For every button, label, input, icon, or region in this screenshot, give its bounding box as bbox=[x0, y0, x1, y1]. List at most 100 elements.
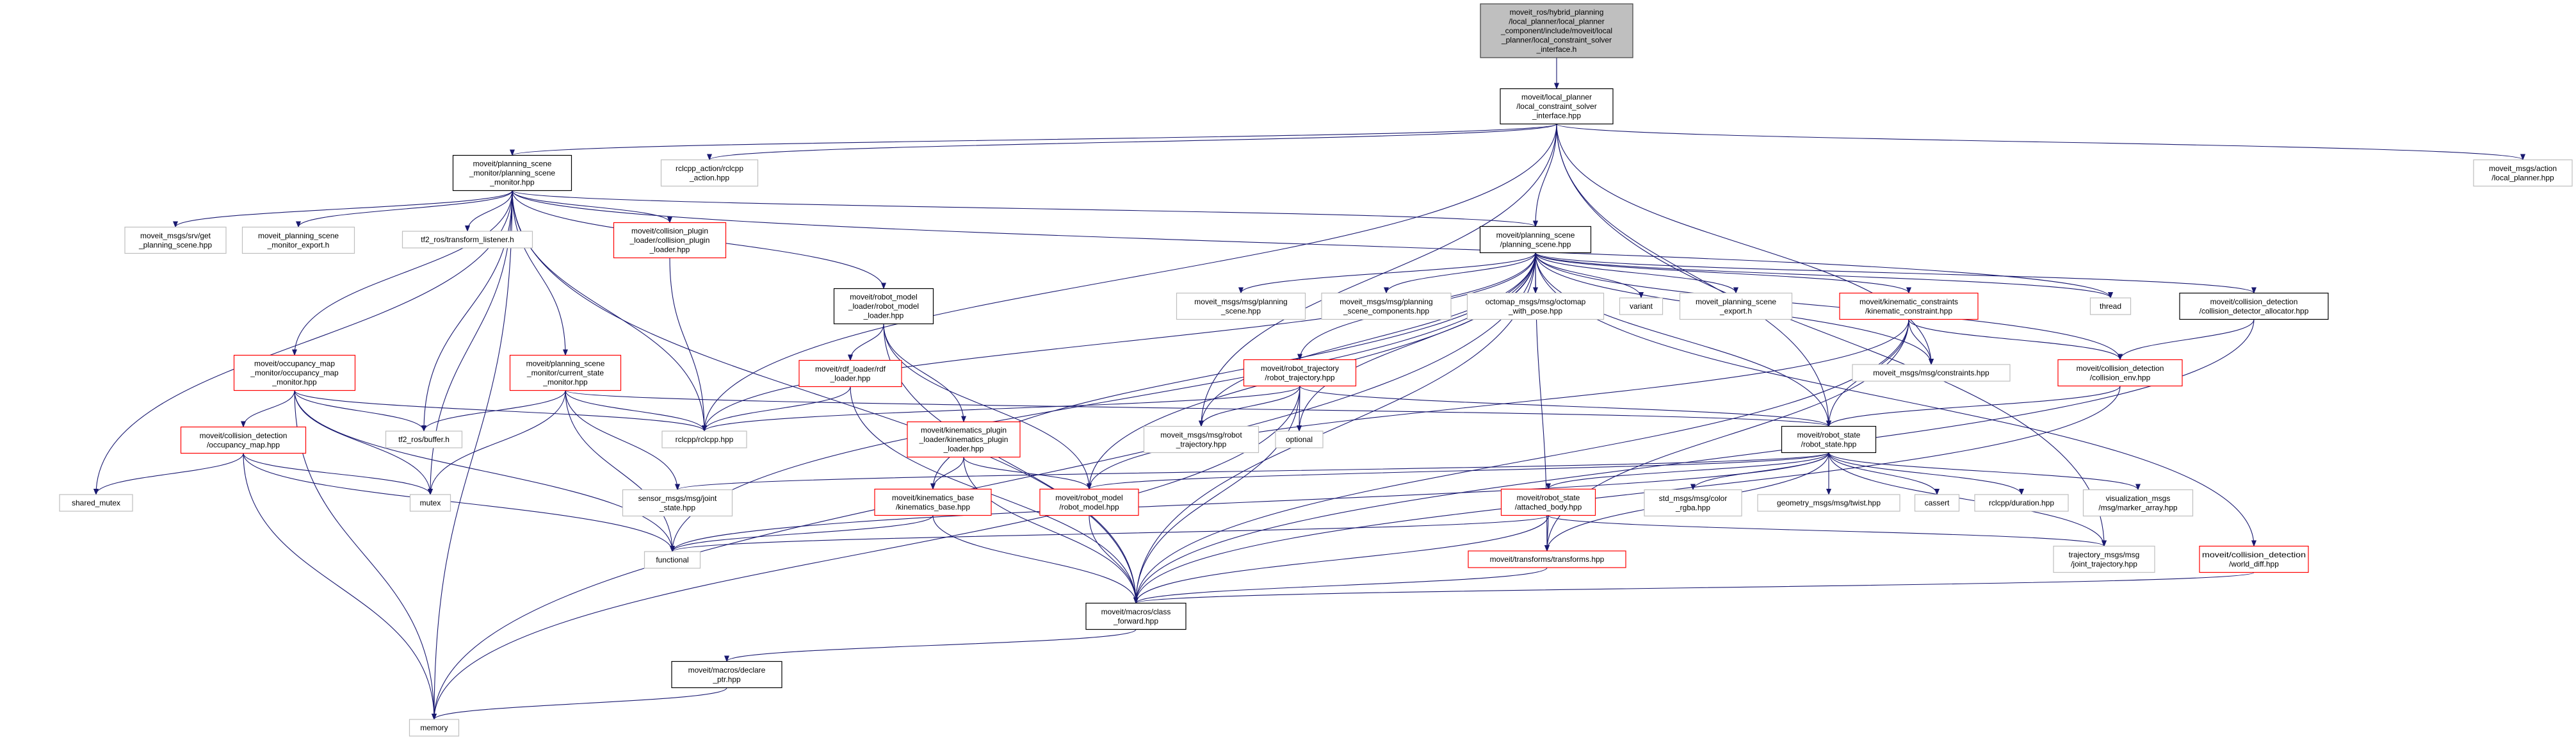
node-label-sensor: _state.hpp bbox=[659, 503, 695, 512]
edge-psm-to-shared_mutex bbox=[93, 190, 513, 495]
node-label-ps_comp: _scene_components.hpp bbox=[1343, 306, 1429, 315]
node-label-twist: geometry_msgs/msg/twist.hpp bbox=[1777, 498, 1881, 507]
node-transforms[interactable]: moveit/transforms/transforms.hpp bbox=[1468, 550, 1626, 568]
node-rdf[interactable]: moveit/rdf_loader/rdf_loader.hpp bbox=[798, 359, 902, 388]
node-label-rdf: _loader.hpp bbox=[830, 373, 871, 382]
node-lcsi[interactable]: moveit/local_planner/local_constraint_so… bbox=[1500, 88, 1614, 125]
node-box-transforms bbox=[1468, 550, 1626, 568]
node-box-rml bbox=[833, 288, 934, 325]
node-label-csm: _monitor/current_state bbox=[526, 368, 604, 377]
node-box-action_lp bbox=[2473, 159, 2573, 187]
node-kc[interactable]: moveit/kinematic_constraints/kinematic_c… bbox=[1839, 292, 1979, 320]
node-label-transforms: moveit/transforms/transforms.hpp bbox=[1490, 555, 1605, 564]
node-robot_state[interactable]: moveit/robot_state/robot_state.hpp bbox=[1781, 425, 1877, 454]
edge-psm-to-get_ps bbox=[173, 190, 513, 228]
edge-planning_scene-to-ps_export bbox=[1535, 252, 1738, 294]
node-occ_mon[interactable]: moveit/occupancy_map_monitor/occupancy_m… bbox=[233, 354, 356, 391]
node-box-coll_env bbox=[2057, 359, 2183, 387]
node-box-functional bbox=[644, 551, 701, 569]
node-ps_export: moveit_planning_scene_export.h bbox=[1679, 292, 1793, 320]
edge-planning_scene-to-ps_comp bbox=[1384, 252, 1536, 294]
node-label-coll_env: moveit/collision_detection bbox=[2077, 364, 2164, 373]
node-label-msg_ps: moveit_msgs/msg/planning bbox=[1194, 297, 1287, 306]
node-world_diff[interactable]: moveit/collision_detection/world_diff.hp… bbox=[2199, 545, 2309, 573]
edge-psm-to-occ_mon bbox=[292, 190, 513, 356]
node-planning_scene[interactable]: moveit/planning_scene/planning_scene.hpp bbox=[1479, 226, 1592, 254]
node-box-rgba bbox=[1644, 489, 1742, 517]
node-label-planning_scene: moveit/planning_scene bbox=[1496, 231, 1575, 240]
edge-planning_scene-to-rclcpp bbox=[702, 252, 1536, 432]
node-cpl[interactable]: moveit/collision_plugin_loader/collision… bbox=[613, 222, 727, 259]
edge-declare_ptr-to-memory bbox=[432, 687, 727, 720]
node-label-rml: _loader/robot_model bbox=[848, 302, 919, 311]
node-label-tf2_buffer: tf2_ros/buffer.h bbox=[398, 435, 450, 444]
edge-robot_state-to-attached bbox=[1546, 452, 1829, 490]
edge-attached-to-transforms bbox=[1544, 515, 1550, 552]
node-label-coll_occ: moveit/collision_detection bbox=[200, 431, 288, 440]
node-kpl[interactable]: moveit/kinematics_plugin_loader/kinemati… bbox=[907, 421, 1021, 458]
node-twist: geometry_msgs/msg/twist.hpp bbox=[1757, 494, 1900, 512]
edge-cpl-to-rclcpp bbox=[669, 258, 707, 432]
nodes-layer: moveit_ros/hybrid_planning/local_planner… bbox=[59, 3, 2573, 737]
node-label-class_fwd: _forward.hpp bbox=[1113, 616, 1158, 625]
node-label-lcsi: /local_constraint_solver bbox=[1516, 102, 1596, 111]
node-box-rclcpp_action bbox=[660, 159, 759, 187]
edge-robot_state-to-robot_model bbox=[1087, 452, 1829, 490]
node-csm[interactable]: moveit/planning_scene_monitor/current_st… bbox=[509, 354, 622, 391]
node-box-cpl bbox=[613, 222, 727, 259]
node-tf2_buffer: tf2_ros/buffer.h bbox=[385, 430, 463, 448]
node-label-optional: optional bbox=[1286, 435, 1313, 444]
node-msg_ps: moveit_msgs/msg/planning_scene.hpp bbox=[1176, 292, 1306, 320]
node-declare_ptr[interactable]: moveit/macros/declare_ptr.hpp bbox=[671, 660, 782, 689]
node-label-functional: functional bbox=[656, 555, 688, 564]
node-root[interactable]: moveit_ros/hybrid_planning/local_planner… bbox=[1480, 3, 1633, 58]
edge-world_diff-to-class_fwd bbox=[1133, 572, 2255, 604]
node-mutex: mutex bbox=[409, 494, 451, 512]
edge-robot_state-to-marker bbox=[1828, 452, 2141, 491]
node-label-declare_ptr: moveit/macros/declare bbox=[688, 666, 766, 675]
node-coll_env[interactable]: moveit/collision_detection/collision_env… bbox=[2057, 359, 2183, 387]
node-label-root: moveit_ros/hybrid_planning bbox=[1510, 8, 1604, 17]
edge-lcsi-to-joint_traj bbox=[1556, 124, 2107, 547]
node-label-robot_traj: moveit/robot_trajectory bbox=[1261, 364, 1339, 373]
node-box-tf2_buffer bbox=[385, 430, 463, 448]
edge-robot_traj-to-class_fwd bbox=[1133, 386, 1300, 604]
node-box-ps_comp bbox=[1321, 292, 1452, 320]
node-box-declare_ptr bbox=[671, 660, 782, 689]
node-cda[interactable]: moveit/collision_detection/collision_det… bbox=[2179, 292, 2329, 320]
node-robot_model[interactable]: moveit/robot_model/robot_model.hpp bbox=[1039, 488, 1139, 516]
node-label-duration: rclcpp/duration.hpp bbox=[1989, 498, 2054, 507]
node-coll_occ[interactable]: moveit/collision_detection/occupancy_map… bbox=[180, 426, 307, 454]
edge-cda-to-class_fwd bbox=[1133, 319, 2255, 604]
node-class_fwd[interactable]: moveit/macros/class_forward.hpp bbox=[1085, 602, 1187, 630]
edge-psm-to-psm_export bbox=[296, 190, 513, 228]
node-rml[interactable]: moveit/robot_model_loader/robot_model_lo… bbox=[833, 288, 934, 325]
node-psm[interactable]: moveit/planning_scene_monitor/planning_s… bbox=[452, 154, 572, 192]
node-box-rclcpp bbox=[661, 430, 747, 448]
node-box-memory bbox=[409, 719, 460, 737]
node-label-psm: _monitor/planning_scene bbox=[469, 168, 555, 177]
node-kin_base[interactable]: moveit/kinematics_base/kinematics_base.h… bbox=[874, 488, 992, 516]
edge-lcsi-to-constraints bbox=[1556, 124, 1934, 365]
edge-robot_traj-to-msgs_robot_traj bbox=[1199, 386, 1300, 427]
node-attached[interactable]: moveit/robot_state/attached_body.hpp bbox=[1500, 488, 1596, 516]
edge-lcsi-to-msgs_robot_traj bbox=[1199, 124, 1557, 427]
node-label-robot_state: moveit/robot_state bbox=[1797, 430, 1861, 439]
node-box-world_diff bbox=[2199, 545, 2309, 573]
node-box-duration bbox=[1974, 494, 2069, 512]
edge-robot_state-to-joint_traj bbox=[1828, 452, 2107, 547]
node-box-marker bbox=[2082, 489, 2194, 517]
edge-csm-to-rclcpp bbox=[565, 390, 707, 432]
node-label-occ_mon: _monitor.hpp bbox=[271, 378, 317, 387]
edge-class_fwd-to-declare_ptr bbox=[724, 629, 1137, 662]
node-robot_traj[interactable]: moveit/robot_trajectory/robot_trajectory… bbox=[1243, 359, 1357, 387]
node-get_ps: moveit_msgs/srv/get_planning_scene.hpp bbox=[124, 226, 227, 254]
node-label-tf2_listener: tf2_ros/transform_listener.h bbox=[421, 235, 514, 244]
edge-psm-to-planning_scene bbox=[512, 190, 1538, 227]
edge-robot_state-to-sensor bbox=[675, 452, 1829, 491]
edge-psm-to-cpl bbox=[512, 190, 672, 224]
edge-planning_scene-to-robot_state bbox=[1535, 252, 1831, 427]
node-label-sensor: sensor_msgs/msg/joint bbox=[638, 494, 717, 503]
edge-rml-to-robot_model bbox=[883, 324, 1092, 490]
edge-cda-to-coll_env bbox=[2118, 319, 2255, 361]
